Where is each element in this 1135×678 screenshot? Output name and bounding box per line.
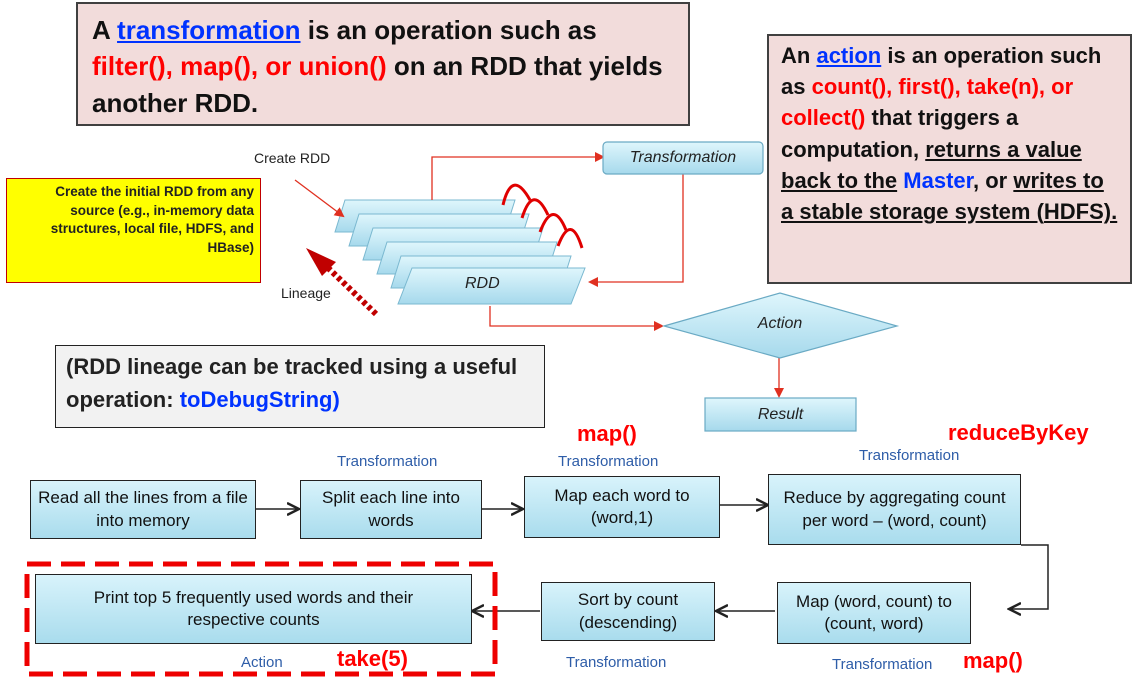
flow-read-box: Read all the lines from a file into memo… bbox=[30, 480, 256, 539]
transformation-box-label: Transformation bbox=[629, 149, 737, 166]
lineage-note-text: (RDD lineage can be tracked using a usef… bbox=[66, 354, 518, 412]
rdd-layer-front bbox=[397, 267, 586, 305]
map-label: map() bbox=[577, 421, 637, 446]
flow-arrow bbox=[1010, 544, 1049, 609]
writes-text: writes to a stable storage system ( bbox=[781, 167, 1104, 225]
transformation-box bbox=[602, 141, 764, 175]
prefix-text: A bbox=[92, 15, 110, 45]
create-rdd-label: Create RDD bbox=[254, 150, 331, 166]
transformation-curly-arrows bbox=[501, 183, 584, 249]
lineage-label: Lineage bbox=[281, 285, 331, 301]
curly-arrow bbox=[538, 213, 568, 233]
flow-print-box: Print top 5 frequently used words and th… bbox=[35, 574, 472, 644]
yellow-note-text: Create the initial RDD from any source (… bbox=[50, 184, 254, 255]
result-box bbox=[704, 397, 857, 432]
action-link[interactable]: action bbox=[816, 43, 882, 68]
result-label: Result bbox=[757, 406, 804, 423]
returns-text: returns a value back to the bbox=[781, 136, 1082, 193]
create-rdd-note: Create the initial RDD from any source (… bbox=[6, 178, 261, 283]
lineage-arrow-line bbox=[321, 261, 379, 317]
curly-arrow bbox=[501, 183, 532, 206]
middle-text: is an operation such as bbox=[307, 15, 597, 45]
suffix-text: on an RDD that yields another RDD. bbox=[92, 51, 663, 118]
create-rdd-arrow bbox=[294, 179, 345, 218]
middle-text: is an operation such as bbox=[781, 43, 1102, 100]
lineage-note-box: (RDD lineage can be tracked using a usef… bbox=[55, 345, 545, 428]
take-label: take(5) bbox=[337, 646, 408, 671]
transformation-label-sort: Transformation bbox=[566, 654, 667, 671]
hdfs-text: HDFS). bbox=[1043, 199, 1118, 225]
flow-map2-box: Map (word, count) to (count, word) bbox=[777, 582, 971, 644]
flow-reduce-box: Reduce by aggregating count per word – (… bbox=[768, 474, 1021, 545]
map2-label: map() bbox=[963, 648, 1023, 673]
transformation-ops: filter(), map(), or union() bbox=[92, 51, 387, 82]
prefix-text: An bbox=[781, 43, 811, 68]
transformation-link[interactable]: transformation bbox=[117, 15, 301, 45]
from-transformation-line bbox=[588, 173, 684, 287]
curly-arrow bbox=[556, 228, 584, 249]
transformation-definition-box: A transformation is an operation such as… bbox=[76, 2, 690, 126]
to-transformation-line bbox=[431, 152, 605, 200]
transformation-label-reduce: Transformation bbox=[859, 447, 960, 464]
rdd-label: RDD bbox=[465, 275, 500, 292]
that-text: that triggers a computation, bbox=[781, 105, 1019, 162]
rdd-stack bbox=[334, 199, 586, 305]
action-diamond bbox=[661, 292, 900, 359]
reducebykey-label: reduceByKey bbox=[948, 420, 1089, 445]
action-ops: count(), first(), take(n), or collect() bbox=[781, 74, 1074, 131]
curly-arrow bbox=[520, 198, 550, 219]
flow-sort-box: Sort by count (descending) bbox=[541, 582, 715, 641]
flow-map-box: Map each word to (word,1) bbox=[524, 476, 720, 538]
to-action-line bbox=[489, 306, 664, 331]
flow-split-box: Split each line into words bbox=[300, 480, 482, 539]
lineage-arrow-head bbox=[306, 248, 336, 276]
transformation-label-split: Transformation bbox=[337, 453, 438, 470]
transformation-label-map: Transformation bbox=[558, 453, 659, 470]
action-label: Action bbox=[241, 654, 283, 671]
master-text: Master bbox=[903, 167, 973, 193]
transformation-label-map2: Transformation bbox=[832, 656, 933, 673]
or-text: , or bbox=[972, 167, 1008, 193]
to-debug-string: toDebugString) bbox=[179, 387, 340, 412]
action-definition-box: An action is an operation such as count(… bbox=[767, 34, 1132, 284]
action-diamond-label: Action bbox=[757, 315, 803, 332]
action-dashed-frame bbox=[24, 561, 498, 677]
